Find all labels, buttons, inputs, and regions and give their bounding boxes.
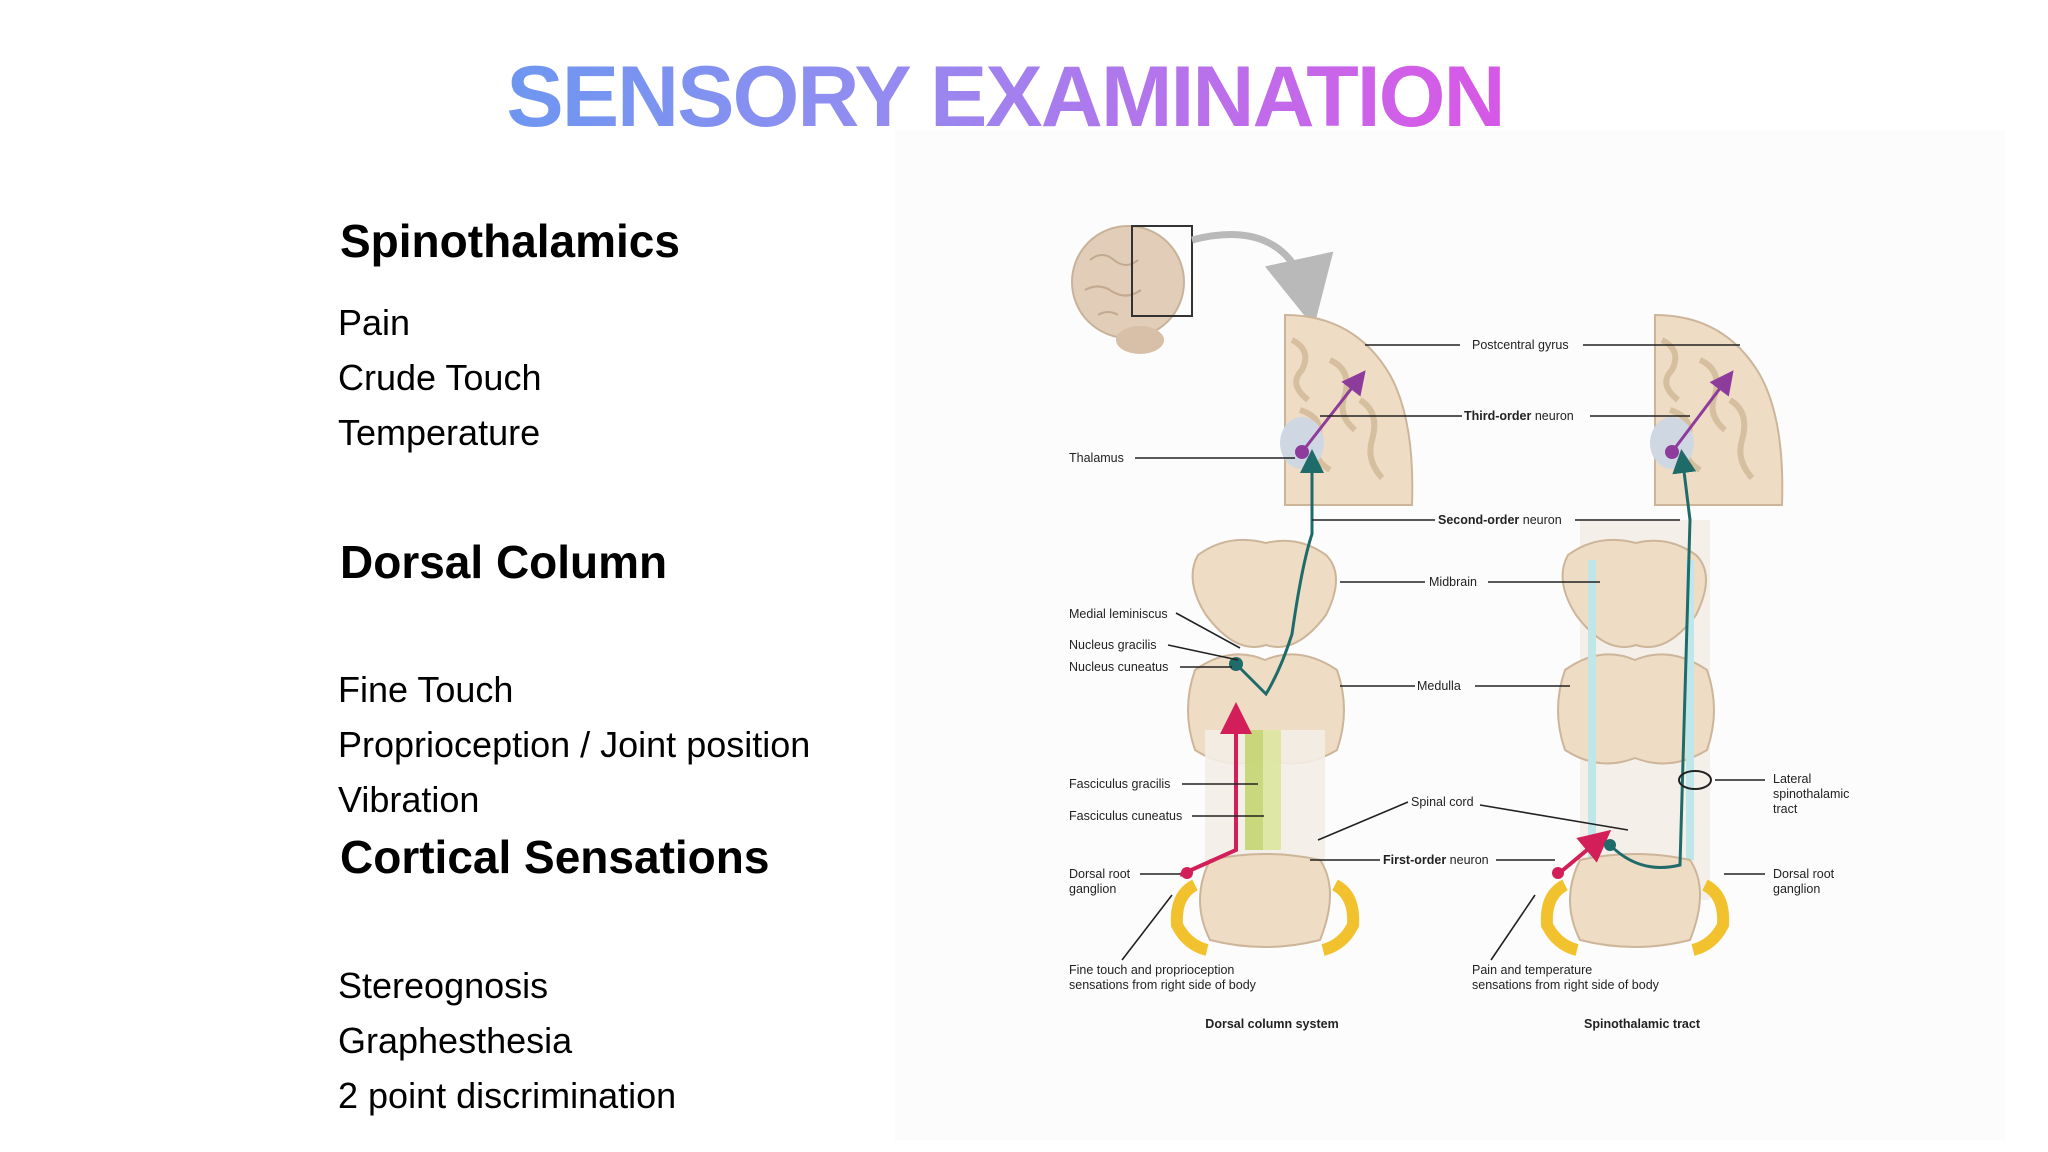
label-pain-temperature-1: Pain and temperature xyxy=(1472,963,1592,977)
list-item: 2 point discrimination xyxy=(338,1075,677,1116)
dorsal-column-system xyxy=(1170,313,1414,956)
label-postcentral-gyrus: Postcentral gyrus xyxy=(1472,338,1569,352)
caption-dorsal-column-system: Dorsal column system xyxy=(1205,1017,1338,1031)
label-lateral-spinothalamic-2: spinothalamic xyxy=(1773,787,1849,801)
section-heading-cortical-sensations: Cortical Sensations xyxy=(340,831,770,883)
label-thalamus: Thalamus xyxy=(1069,451,1124,465)
label-lateral-spinothalamic-3: tract xyxy=(1773,802,1798,816)
label-nucleus-cuneatus: Nucleus cuneatus xyxy=(1069,660,1168,674)
section-heading-spinothalamics: Spinothalamics xyxy=(340,215,680,267)
label-lateral-spinothalamic-1: Lateral xyxy=(1773,772,1811,786)
label-fine-touch-2: sensations from right side of body xyxy=(1069,978,1257,992)
list-item: Fine Touch xyxy=(338,669,514,710)
leader-lines xyxy=(1121,344,1765,961)
label-fasciculus-gracilis: Fasciculus gracilis xyxy=(1069,777,1170,791)
list-item: Temperature xyxy=(338,412,541,453)
label-dorsal-root-ganglion-left-2: ganglion xyxy=(1069,882,1116,896)
spinothalamic-tract-system xyxy=(1540,313,1784,956)
sensory-pathways-diagram: Postcentral gyrus Third-order neuron Tha… xyxy=(1069,225,1849,1031)
list-item: Stereognosis xyxy=(338,965,549,1006)
list-item: Proprioception / Joint position xyxy=(338,724,811,765)
list-item: Pain xyxy=(338,302,411,343)
label-spinal-cord: Spinal cord xyxy=(1411,795,1474,809)
label-fine-touch-1: Fine touch and proprioception xyxy=(1069,963,1234,977)
zoom-arrow xyxy=(1191,231,1334,328)
label-dorsal-root-ganglion-right-2: ganglion xyxy=(1773,882,1820,896)
section-heading-dorsal-column: Dorsal Column xyxy=(340,536,668,588)
label-third-order-neuron: Third-order neuron xyxy=(1464,409,1574,423)
list-item: Crude Touch xyxy=(338,357,542,398)
label-midbrain: Midbrain xyxy=(1429,575,1477,589)
label-dorsal-root-ganglion-left-1: Dorsal root xyxy=(1069,867,1131,881)
caption-spinothalamic-tract: Spinothalamic tract xyxy=(1584,1017,1701,1031)
list-item: Graphesthesia xyxy=(338,1020,573,1061)
label-nucleus-gracilis: Nucleus gracilis xyxy=(1069,638,1157,652)
sensory-pathways-figure: Postcentral gyrus Third-order neuron Tha… xyxy=(895,130,2005,1140)
label-pain-temperature-2: sensations from right side of body xyxy=(1472,978,1660,992)
list-item: Vibration xyxy=(338,779,480,820)
label-second-order-neuron: Second-order neuron xyxy=(1438,513,1562,527)
label-first-order-neuron: First-order neuron xyxy=(1383,853,1489,867)
whole-brain-thumbnail xyxy=(1071,225,1193,354)
label-fasciculus-cuneatus: Fasciculus cuneatus xyxy=(1069,809,1182,823)
label-medulla: Medulla xyxy=(1417,679,1461,693)
label-medial-lemniscus: Medial leminiscus xyxy=(1069,607,1168,621)
label-dorsal-root-ganglion-right-1: Dorsal root xyxy=(1773,867,1835,881)
